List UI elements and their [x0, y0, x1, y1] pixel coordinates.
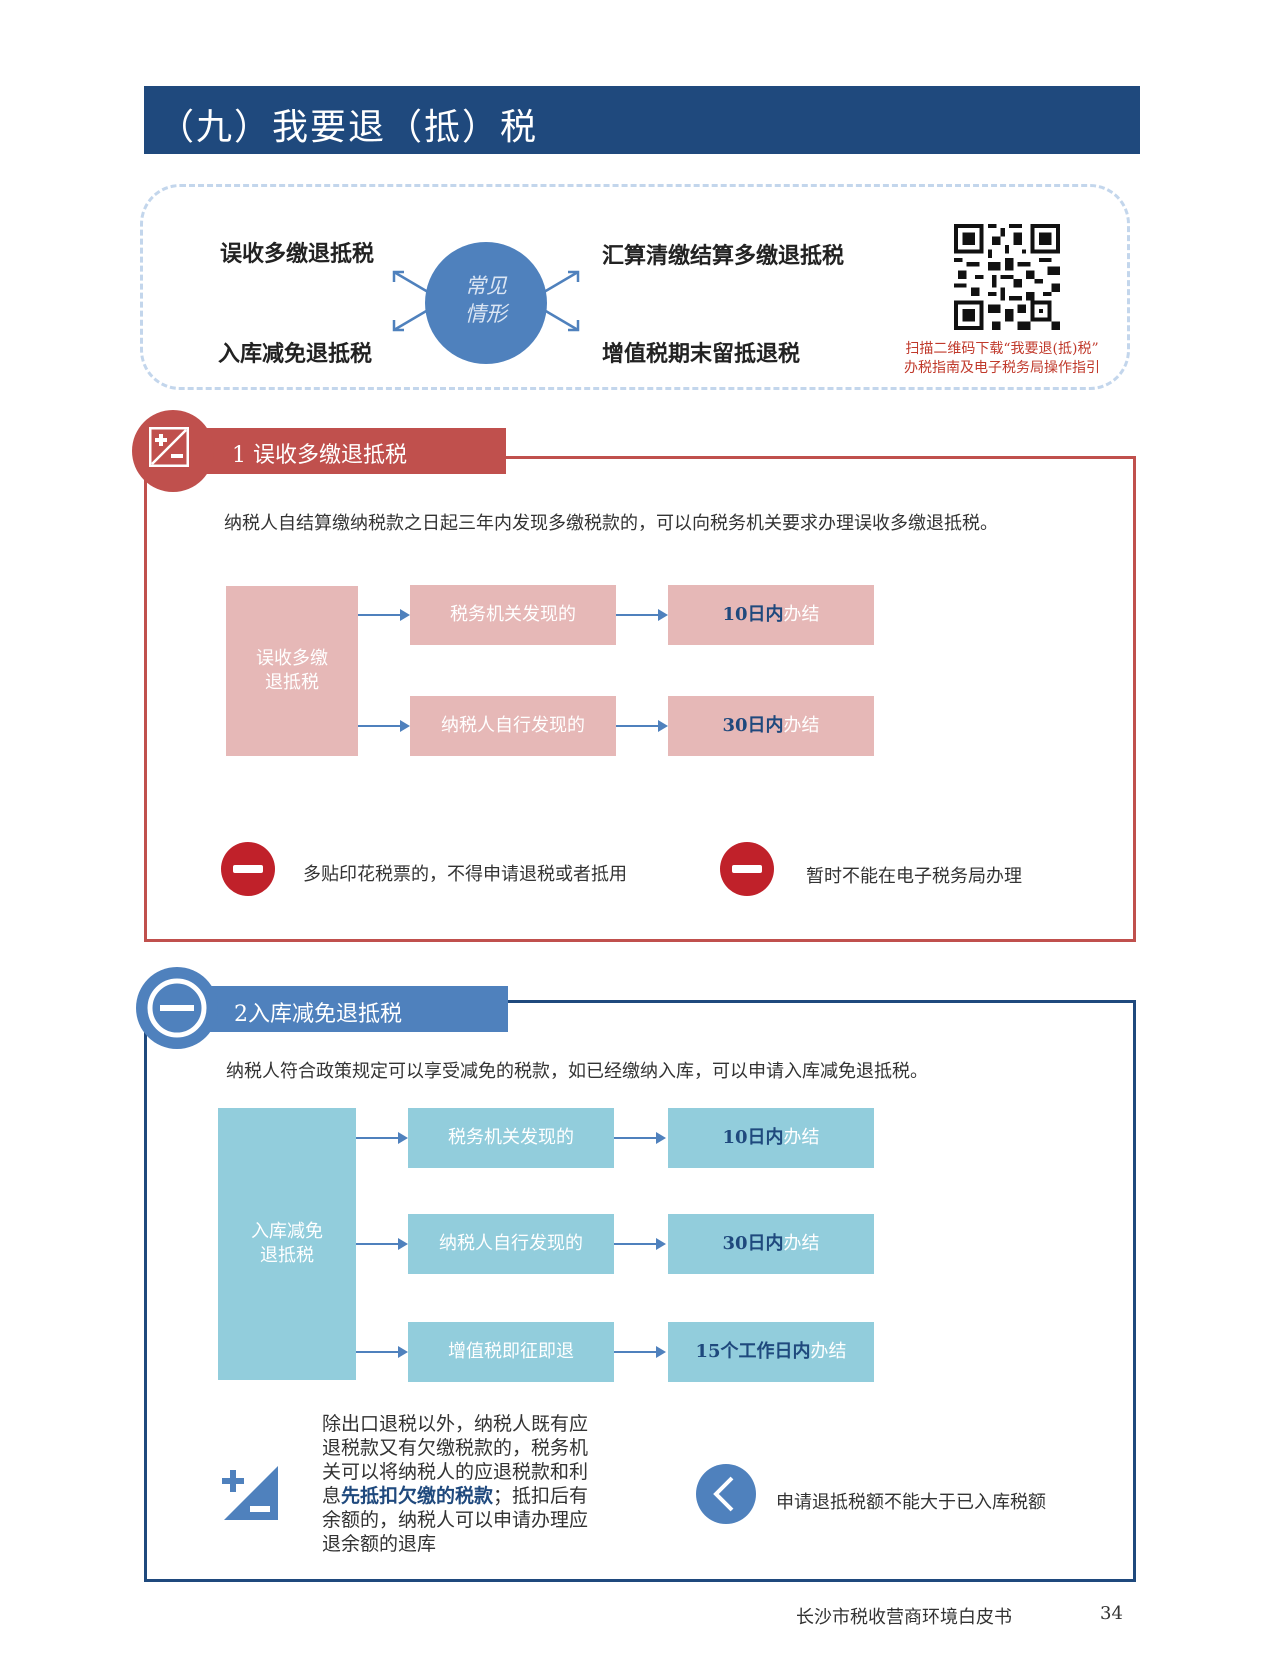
no-entry-icon — [720, 842, 774, 896]
flow-deadline-box: 15个工作日内办结 — [668, 1322, 874, 1382]
case-arrows-left-icon — [392, 270, 429, 332]
section2-frame — [144, 1000, 1136, 1582]
flow-deadline-box: 10日内办结 — [668, 585, 874, 645]
case-item: 误收多缴退抵税 — [220, 241, 375, 267]
offset-rule-text: 除出口退税以外，纳税人既有应退税款又有欠缴税款的，税务机关可以将纳税人的应退税款… — [322, 1413, 589, 1555]
section1-frame — [144, 456, 1136, 942]
page-title: （九）我要退（抵）税 — [158, 107, 539, 148]
section1-intro: 纳税人自结算缴纳税款之日起三年内发现多缴税款的，可以向税务机关要求办理误收多缴退… — [224, 513, 998, 534]
page-number: 34 — [1100, 1603, 1123, 1624]
minus-circle-icon — [147, 978, 207, 1038]
flow-source-box: 增值税即征即退 — [408, 1322, 614, 1382]
flow-arrow-icon — [358, 609, 410, 621]
flow-arrow-icon — [614, 1346, 666, 1358]
title-bar — [144, 86, 1140, 154]
section2-intro: 纳税人符合政策规定可以享受减免的税款，如已经缴纳入库，可以申请入库减免退抵税。 — [226, 1061, 928, 1082]
flow-arrow-icon — [356, 1346, 408, 1358]
section2-root-box: 入库减免退抵税 — [218, 1108, 356, 1380]
flow-source-box: 税务机关发现的 — [408, 1108, 614, 1168]
flow-arrow-icon — [614, 1132, 666, 1144]
section2-badge — [136, 967, 218, 1049]
flow-source-box: 纳税人自行发现的 — [410, 696, 616, 756]
flow-arrow-icon — [356, 1132, 408, 1144]
section1-title: 1 误收多缴退抵税 — [232, 443, 407, 468]
offset-deduct-icon — [222, 1466, 278, 1520]
section1-tab — [196, 428, 506, 474]
flow-arrow-icon — [356, 1238, 408, 1250]
section1-badge — [132, 410, 214, 492]
limit-note: 申请退抵税额不能大于已入库税额 — [776, 1492, 1046, 1513]
case-arrows-right-icon — [543, 270, 580, 332]
flow-deadline-box: 30日内办结 — [668, 1214, 874, 1274]
case-item: 增值税期末留抵退税 — [602, 341, 801, 367]
chevron-left-icon — [696, 1464, 756, 1524]
qr-caption: 扫描二维码下载“我要退(抵)税” 办税指南及电子税务局操作指引 — [904, 341, 1100, 376]
case-item: 汇算清缴结算多缴退抵税 — [602, 243, 845, 269]
flow-arrow-icon — [616, 720, 668, 732]
flow-source-box: 税务机关发现的 — [410, 585, 616, 645]
flow-deadline-box: 10日内办结 — [668, 1108, 874, 1168]
plus-minus-icon — [149, 427, 189, 467]
common-cases-box — [140, 184, 1130, 390]
flow-source-box: 纳税人自行发现的 — [408, 1214, 614, 1274]
footer-title: 长沙市税收营商环境白皮书 — [796, 1607, 1012, 1628]
flow-arrow-icon — [614, 1238, 666, 1250]
common-cases-label: 常见 情形 — [465, 274, 507, 326]
case-item: 入库减免退抵税 — [218, 341, 373, 367]
flow-deadline-box: 30日内办结 — [668, 696, 874, 756]
section1-note: 暂时不能在电子税务局办理 — [806, 866, 1022, 887]
no-entry-icon — [221, 842, 275, 896]
qr-code-icon — [954, 224, 1060, 330]
flow-arrow-icon — [616, 609, 668, 621]
flow-arrow-icon — [358, 720, 410, 732]
section2-tab — [196, 986, 508, 1032]
section1-root-box: 误收多缴退抵税 — [226, 586, 358, 756]
section1-note: 多贴印花税票的，不得申请退税或者抵用 — [303, 864, 627, 885]
section2-title: 2入库减免退抵税 — [234, 1002, 402, 1027]
common-cases-circle — [425, 242, 547, 364]
